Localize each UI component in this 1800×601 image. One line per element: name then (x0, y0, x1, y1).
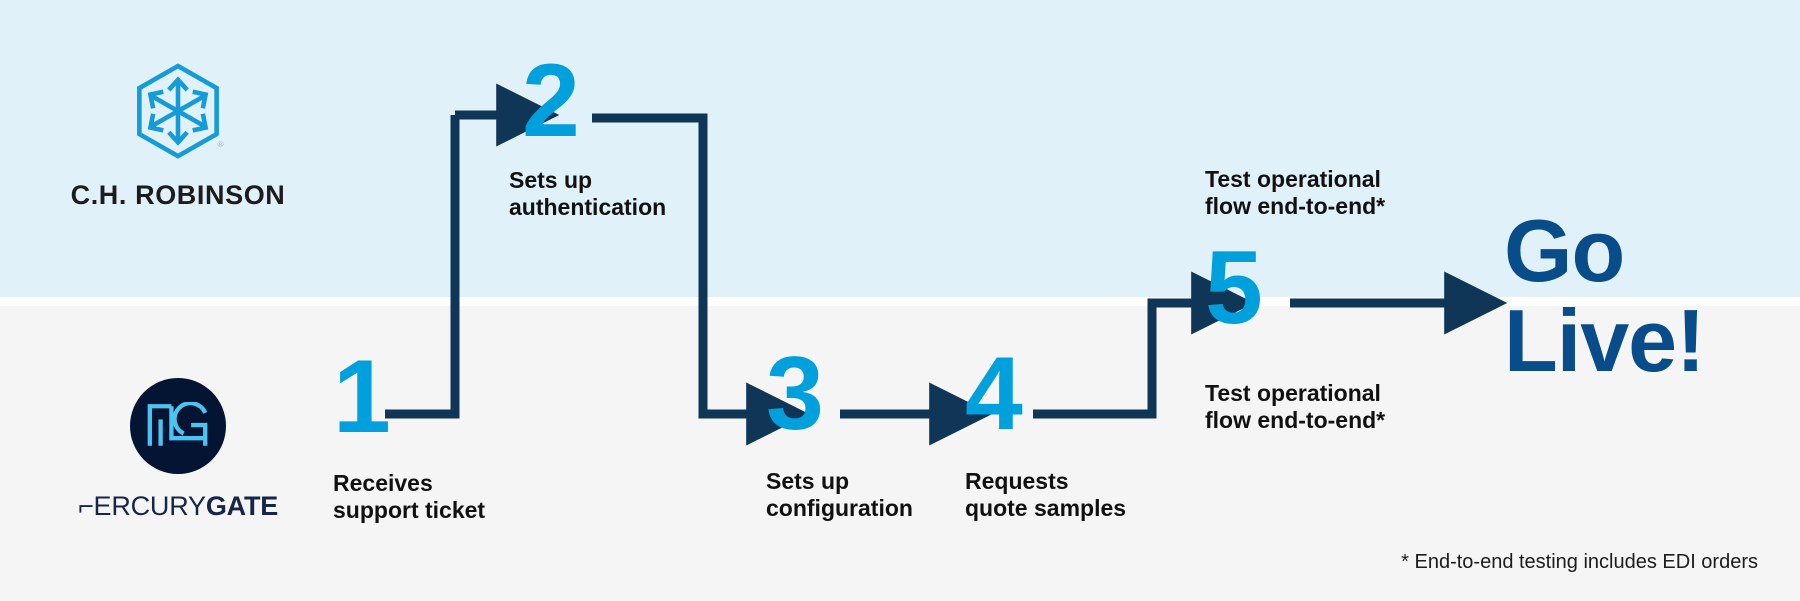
step-5-label-bottom: Test operational flow end-to-end* (1205, 380, 1386, 434)
chr-cube-hexagon-logo-icon: ® (137, 63, 224, 159)
mercurygate-mg-monogram-icon (130, 378, 226, 474)
mercurygate-lane-background (0, 306, 1800, 601)
step-4-label: Requests quote samples (965, 468, 1127, 522)
svg-text:®: ® (218, 140, 224, 149)
step-3-label: Sets up configuration (766, 468, 913, 522)
mercurygate-wordmark-light: ⌐ERCURY (77, 491, 206, 521)
step-3-number: 3 (766, 336, 824, 452)
go-live-text: Go Live! (1504, 206, 1705, 390)
step-2-number: 2 (522, 43, 580, 159)
chr-logo: ® C.H. ROBINSON (63, 62, 293, 211)
step-1-label: Receives support ticket (333, 470, 486, 524)
step-2-label: Sets up authentication (509, 167, 667, 221)
step-5-label-top: Test operational flow end-to-end* (1205, 166, 1386, 220)
step-5-number: 5 (1205, 230, 1263, 346)
mercurygate-wordmark-bold: GATE (205, 491, 279, 521)
go-live-line2: Live! (1504, 290, 1705, 390)
step-4-number: 4 (965, 336, 1023, 452)
mercurygate-logo: ⌐ERCURYGATE (63, 378, 293, 522)
go-live-line1: Go (1504, 201, 1625, 300)
step-1-number: 1 (333, 339, 391, 455)
mercurygate-wordmark: ⌐ERCURYGATE (63, 491, 293, 522)
chr-wordmark: C.H. ROBINSON (70, 180, 286, 210)
chr-lane-background (0, 0, 1800, 297)
footnote-text: * End-to-end testing includes EDI orders (1401, 551, 1758, 573)
